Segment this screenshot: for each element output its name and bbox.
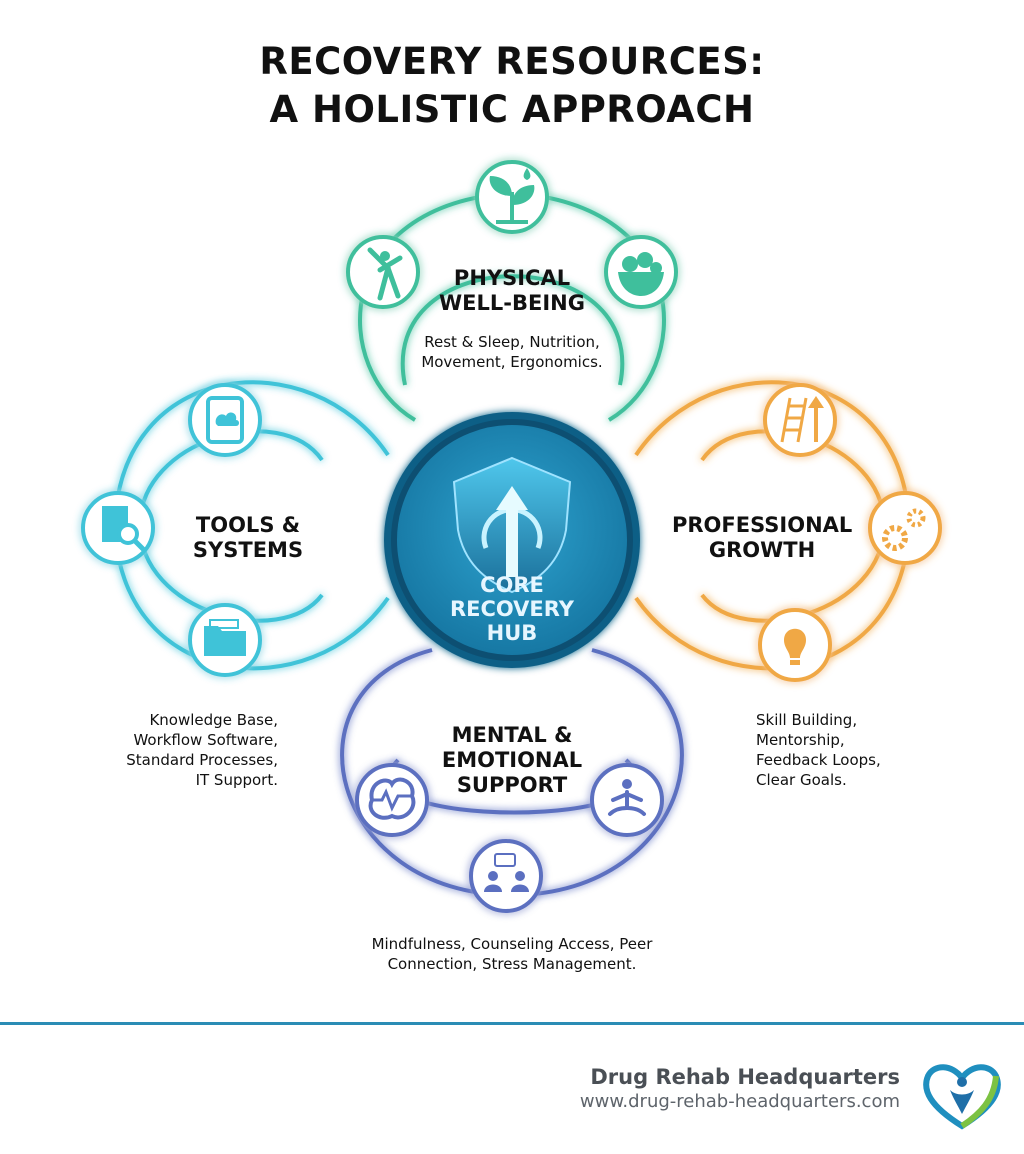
physical-label-line-1: PHYSICAL	[453, 266, 571, 290]
brand-logo-icon	[923, 1064, 1001, 1130]
physical-desc-line-1: Rest & Sleep, Nutrition,	[424, 333, 600, 351]
stretching-person-icon[interactable]	[346, 235, 420, 309]
tools-desc-line-1: Knowledge Base,	[149, 711, 278, 729]
professional-desc-line-3: Feedback Loops,	[756, 751, 881, 769]
mental-label: MENTAL & EMOTIONAL SUPPORT	[412, 723, 612, 798]
document-search-icon[interactable]	[81, 491, 155, 565]
professional-label-line-1: PROFESSIONAL	[672, 513, 853, 537]
professional-label-line-2: GROWTH	[708, 538, 816, 562]
professional-label: PROFESSIONAL GROWTH	[672, 513, 852, 563]
physical-desc-line-2: Movement, Ergonomics.	[421, 353, 603, 371]
meditation-icon[interactable]	[590, 763, 664, 837]
footer-divider	[0, 1022, 1024, 1025]
brand-name: Drug Rehab Headquarters	[590, 1065, 900, 1089]
professional-description: Skill Building, Mentorship, Feedback Loo…	[756, 710, 936, 790]
hub-label-line-2: RECOVERY	[449, 597, 575, 621]
hub-label-line-3: HUB	[486, 621, 538, 645]
people-chat-icon[interactable]	[469, 839, 543, 913]
brain-pulse-icon[interactable]	[355, 763, 429, 837]
lightbulb-brain-icon[interactable]	[758, 608, 832, 682]
tools-label: TOOLS & SYSTEMS	[178, 513, 318, 563]
title-line-1: RECOVERY RESOURCES:	[259, 40, 765, 83]
tools-desc-line-2: Workflow Software,	[133, 731, 278, 749]
professional-desc-line-1: Skill Building,	[756, 711, 858, 729]
gears-icon[interactable]	[868, 491, 942, 565]
hub-label: CORE RECOVERY HUB	[412, 573, 612, 645]
professional-desc-line-2: Mentorship,	[756, 731, 845, 749]
tools-label-line-2: SYSTEMS	[192, 538, 304, 562]
tools-desc-line-4: IT Support.	[195, 771, 278, 789]
footer-brand: Drug Rehab Headquarters www.drug-rehab-h…	[580, 1064, 900, 1114]
title-line-2: A HOLISTIC APPROACH	[269, 88, 755, 131]
folder-icon[interactable]	[188, 603, 262, 677]
tools-description: Knowledge Base, Workflow Software, Stand…	[98, 710, 278, 790]
mental-description: Mindfulness, Counseling Access, Peer Con…	[312, 934, 712, 974]
shield-arrow-icon	[452, 456, 572, 594]
plant-water-drop-icon[interactable]	[475, 160, 549, 234]
mental-label-line-3: SUPPORT	[456, 773, 568, 797]
page-title: RECOVERY RESOURCES: A HOLISTIC APPROACH	[0, 38, 1024, 134]
professional-desc-line-4: Clear Goals.	[756, 771, 847, 789]
core-hub	[384, 412, 640, 668]
mental-label-line-2: EMOTIONAL	[441, 748, 583, 772]
tools-label-line-1: TOOLS &	[195, 513, 301, 537]
tablet-cloud-icon[interactable]	[188, 383, 262, 457]
mental-desc-line-1: Mindfulness, Counseling Access, Peer	[371, 935, 653, 953]
fruit-bowl-icon[interactable]	[604, 235, 678, 309]
physical-label-line-2: WELL-BEING	[439, 291, 585, 315]
ladder-arrow-icon[interactable]	[763, 383, 837, 457]
mental-desc-line-2: Connection, Stress Management.	[387, 955, 637, 973]
tools-desc-line-3: Standard Processes,	[126, 751, 278, 769]
physical-description: Rest & Sleep, Nutrition, Movement, Ergon…	[412, 332, 612, 372]
physical-inner-arc	[400, 274, 625, 386]
brand-url[interactable]: www.drug-rehab-headquarters.com	[579, 1091, 900, 1112]
physical-label: PHYSICAL WELL-BEING	[412, 266, 612, 316]
mental-label-line-1: MENTAL &	[451, 723, 573, 747]
hub-label-line-1: CORE	[480, 573, 544, 597]
